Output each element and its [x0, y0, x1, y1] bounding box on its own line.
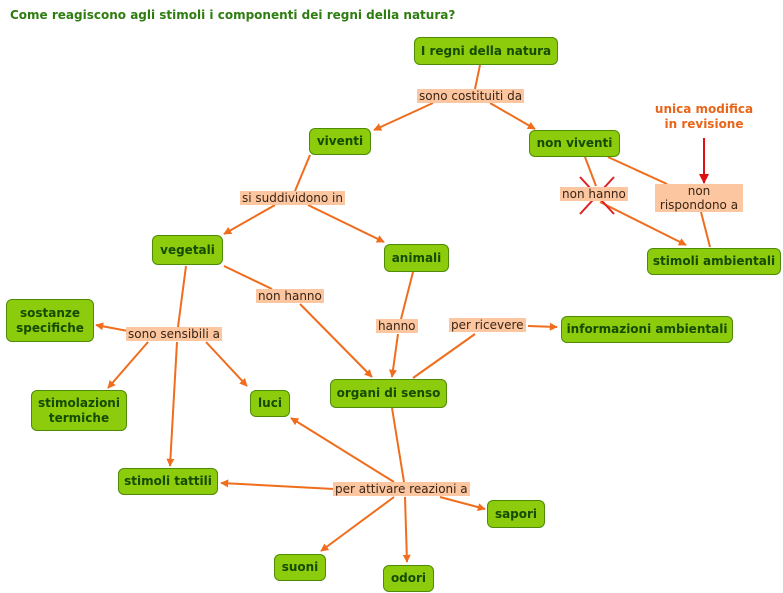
link-label-si-suddividono-in: si suddividono in [240, 191, 345, 205]
link-hanno-organi [389, 333, 399, 378]
node-sostanze-specifiche[interactable]: sostanze specifiche [6, 299, 94, 342]
link-label-non-rispondono-a: non rispondono a [655, 184, 743, 212]
node-organi-di-senso[interactable]: organi di senso [330, 379, 447, 408]
link-attivare-suoni [320, 496, 395, 552]
link-label-non-hanno-nonviventi: non hanno [560, 187, 628, 201]
link-sensibili-tattili [166, 341, 178, 467]
link-attivare-sapori [439, 496, 486, 512]
link-nonrispondono-stimoli [700, 211, 711, 248]
revision-note: unica modifica in revisione [654, 102, 754, 131]
node-suoni[interactable]: suoni [274, 554, 326, 581]
link-sensibili-luci [205, 341, 248, 387]
node-informazioni-ambientali[interactable]: informazioni ambientali [561, 316, 733, 343]
link-organi-attivare [391, 407, 405, 483]
link-suddividono-animali [307, 204, 385, 243]
link-nonhanno-stimoli [599, 201, 687, 246]
node-non-viventi[interactable]: non viventi [529, 130, 620, 157]
link-sensibili-sostanze [95, 322, 129, 332]
link-label-hanno: hanno [376, 319, 418, 333]
node-regni-della-natura[interactable]: I regni della natura [414, 37, 558, 65]
link-attivare-odori [402, 496, 411, 563]
link-viventi-suddividono [294, 154, 311, 192]
link-regni-costituiti [474, 64, 481, 90]
link-label-sono-sensibili-a: sono sensibili a [126, 327, 222, 341]
node-odori[interactable]: odori [383, 565, 434, 592]
link-label-per-attivare-reazioni-a: per attivare reazioni a [333, 482, 470, 496]
link-nonviventi-nonrispondono [607, 156, 668, 185]
node-stimoli-tattili[interactable]: stimoli tattili [118, 468, 218, 495]
link-attivare-tattili [220, 479, 335, 490]
link-nonviventi-nonhanno [584, 156, 597, 187]
node-luci[interactable]: luci [250, 390, 290, 417]
link-sensibili-stimolazioni [107, 341, 149, 389]
link-ricevere-informazioni [527, 322, 558, 331]
node-vegetali[interactable]: vegetali [152, 235, 223, 265]
node-stimolazioni-termiche[interactable]: stimolazioni termiche [31, 390, 127, 431]
link-organi-ricevere [412, 333, 476, 379]
node-animali[interactable]: animali [384, 244, 449, 272]
link-label-sono-costituiti-da: sono costituiti da [417, 89, 525, 103]
link-label-non-hanno-vegetali: non hanno [256, 289, 324, 303]
link-costituiti-nonviventi [489, 102, 536, 130]
node-viventi[interactable]: viventi [309, 128, 371, 155]
link-label-per-ricevere: per ricevere [449, 318, 526, 332]
link-vegetali-nonhanno [223, 265, 273, 290]
node-stimoli-ambientali[interactable]: stimoli ambientali [647, 248, 781, 275]
link-nonhanno-organi [299, 303, 373, 378]
link-attivare-luci [290, 417, 395, 483]
link-animali-hanno [400, 271, 414, 320]
link-suddividono-vegetali [223, 204, 276, 235]
node-sapori[interactable]: sapori [487, 500, 545, 528]
link-vegetali-sensibili [177, 265, 187, 328]
page-title: Come reagiscono agli stimoli i component… [10, 8, 456, 22]
link-costituiti-viventi [373, 102, 434, 131]
